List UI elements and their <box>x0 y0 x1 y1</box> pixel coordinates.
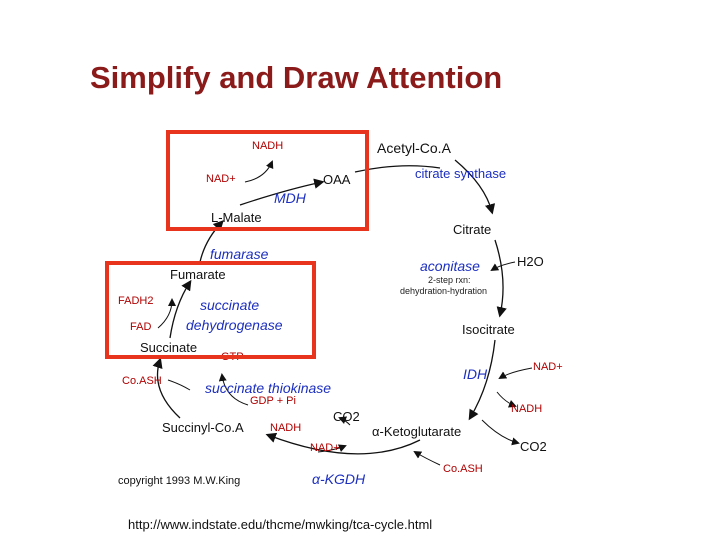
cofactor-co2-kgdh: CO2 <box>333 409 360 424</box>
cofactor-coash-sk: Co.ASH <box>122 375 162 387</box>
metabolite-fumarate: Fumarate <box>170 267 226 282</box>
enzyme-succinate-thiokinase: succinate thiokinase <box>205 380 332 396</box>
arrow-nad-idh <box>498 367 533 380</box>
arrow-coash-akg <box>413 450 441 466</box>
cofactor-co2-idh: CO2 <box>520 439 547 454</box>
enzyme-idh: IDH <box>463 366 488 382</box>
arrow-oaa-to-citrate <box>354 165 441 173</box>
arrow-malate-to-oaa <box>239 178 325 206</box>
cofactor-nad-mdh: NAD+ <box>206 173 236 185</box>
arrow-nad-kgdh <box>317 444 347 453</box>
arrow-nad-to-nadh-mdh <box>244 160 274 183</box>
arrow-succinate-to-fumarate <box>169 279 192 339</box>
metabolite-succinyl-coa: Succinyl-Co.A <box>162 420 244 435</box>
arrow-isocitrate-to-akg <box>468 339 496 421</box>
highlight-box-succinate-dehydrogenase <box>105 261 316 359</box>
metabolite-oaa: OAA <box>323 172 351 187</box>
cofactor-nad-kgdh: NAD+ <box>310 442 340 454</box>
cofactor-coash-akg: Co.ASH <box>443 463 483 475</box>
metabolite-succinate: Succinate <box>140 340 198 355</box>
arrow-fad-fadh2 <box>157 298 176 329</box>
arrow-co2-kgdh <box>338 416 351 426</box>
cofactor-h2o: H2O <box>517 254 544 269</box>
enzyme-citrate-synthase: citrate synthase <box>415 166 507 181</box>
slide-title: Simplify and Draw Attention <box>90 60 503 95</box>
metabolite-citrate: Citrate <box>453 222 492 237</box>
cofactor-fad: FAD <box>130 321 152 333</box>
enzyme-aconitase: aconitase <box>420 258 480 274</box>
source-url: http://www.indstate.edu/thcme/mwking/tca… <box>128 517 433 532</box>
arrow-akg-to-succinylcoa <box>265 432 421 455</box>
arrow-h2o-in <box>490 261 516 272</box>
aconitase-note-1: 2-step rxn: <box>428 275 471 285</box>
arrow-acetylcoa-to-citrate <box>454 159 496 215</box>
metabolite-alpha-ketoglutarate: α-Ketoglutarate <box>372 424 462 439</box>
cofactor-gdp-pi: GDP + Pi <box>250 395 296 407</box>
copyright-text: copyright 1993 M.W.King <box>118 475 241 487</box>
cofactor-nadh-kgdh: NADH <box>270 422 302 434</box>
metabolite-isocitrate: Isocitrate <box>462 322 515 337</box>
enzyme-mdh: MDH <box>274 190 306 206</box>
metabolite-l-malate: L-Malate <box>211 210 262 225</box>
metabolite-acetyl-coa: Acetyl-Co.A <box>377 140 451 156</box>
aconitase-note-2: dehydration-hydration <box>400 286 488 296</box>
cofactor-nadh-mdh: NADH <box>252 140 284 152</box>
arrow-coash-sk <box>167 379 191 391</box>
enzyme-fumarase: fumarase <box>210 246 269 262</box>
cofactor-nad-idh: NAD+ <box>533 361 563 373</box>
arrow-succinylcoa-to-succinate <box>152 357 181 419</box>
enzyme-alpha-kgdh: α-KGDH <box>312 471 366 487</box>
arrow-gdp-gtp <box>218 373 249 406</box>
enzyme-succinate-dehydrogenase-line1: succinate <box>200 297 260 313</box>
enzyme-succinate-dehydrogenase-line2: dehydrogenase <box>186 317 283 333</box>
arrow-co2-idh <box>481 419 520 446</box>
arrow-fumarate-to-malate <box>199 220 224 263</box>
cofactor-nadh-idh: NADH <box>511 403 543 415</box>
highlight-box-malate-dehydrogenase <box>166 130 369 231</box>
arrow-nadh-idh <box>496 391 517 408</box>
arrow-citrate-to-isocitrate <box>494 239 507 318</box>
cofactor-fadh2: FADH2 <box>118 295 154 307</box>
tca-cycle-diagram <box>115 130 570 492</box>
